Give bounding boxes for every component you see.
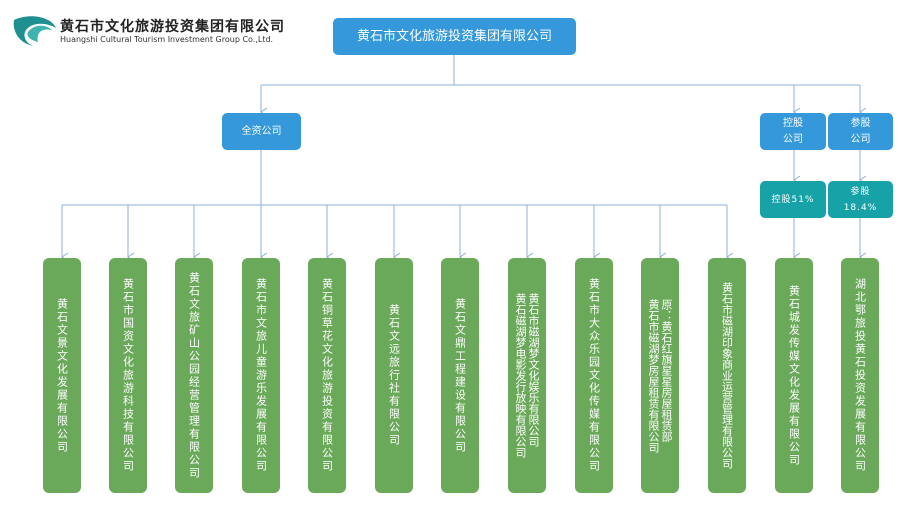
root-company-box: 黄石市文化旅游投资集团有限公司	[333, 18, 576, 55]
company-box: 黄石文远旅行社有限公司	[375, 258, 413, 493]
holding-share-box: 控股51%	[760, 181, 826, 218]
company-name: 原：黄石红旗星星房屋租赁部 黄石市磁湖梦房屋租赁有限公司	[647, 298, 673, 453]
company-name: 黄石市文旅儿童游乐发展有限公司	[254, 278, 268, 473]
wholly-owned-box: 全资公司	[222, 113, 301, 150]
company-name: 黄石文鼎工程建设有限公司	[453, 297, 467, 454]
company-name: 黄石铜草花文化旅游投资有限公司	[320, 278, 334, 473]
company-box: 黄石文旅矿山公园经营管理有限公司	[175, 258, 213, 493]
company-name: 黄石城发传媒文化发展有限公司	[787, 284, 801, 467]
company-box: 黄石文景文化发展有限公司	[43, 258, 81, 493]
company-box: 黄石城发传媒文化发展有限公司	[775, 258, 813, 493]
company-box: 黄石铜草花文化旅游投资有限公司	[308, 258, 346, 493]
company-name: 湖北鄂旅投黄石投资发展有限公司	[853, 278, 867, 473]
company-name: 黄石文景文化发展有限公司	[55, 297, 69, 454]
company-name: 黄石市大众乐园文化传媒有限公司	[587, 278, 601, 473]
participating-share-box: 参股 18.4%	[828, 181, 893, 218]
participating-company-box: 参股 公司	[828, 113, 893, 150]
company-box: 黄石市大众乐园文化传媒有限公司	[575, 258, 613, 493]
company-box: 黄石市磁湖梦文化娱乐有限公司 黄石磁湖梦电影发行放映有限公司	[508, 258, 546, 493]
company-box: 原：黄石红旗星星房屋租赁部 黄石市磁湖梦房屋租赁有限公司	[641, 258, 679, 493]
company-box: 湖北鄂旅投黄石投资发展有限公司	[841, 258, 879, 493]
company-box: 黄石市文旅儿童游乐发展有限公司	[242, 258, 280, 493]
company-name: 黄石市国资文化旅游科技有限公司	[121, 278, 135, 473]
company-box: 黄石市国资文化旅游科技有限公司	[109, 258, 147, 493]
wave-logo-icon	[13, 16, 56, 46]
company-name: 黄石文远旅行社有限公司	[387, 304, 401, 447]
holding-company-box: 控股 公司	[760, 113, 826, 150]
company-name: 黄石文旅矿山公园经营管理有限公司	[187, 271, 201, 480]
company-box: 黄石市磁湖印象商业运营管理有限公司	[708, 258, 746, 493]
company-name: 黄石市磁湖梦文化娱乐有限公司 黄石磁湖梦电影发行放映有限公司	[514, 293, 540, 458]
logo-en-name: Huangshi Cultural Tourism Investment Gro…	[60, 35, 274, 44]
company-name: 黄石市磁湖印象商业运营管理有限公司	[720, 282, 734, 469]
company-box: 黄石文鼎工程建设有限公司	[441, 258, 479, 493]
company-logo	[12, 14, 58, 50]
logo-cn-name: 黄石市文化旅游投资集团有限公司	[60, 19, 285, 35]
